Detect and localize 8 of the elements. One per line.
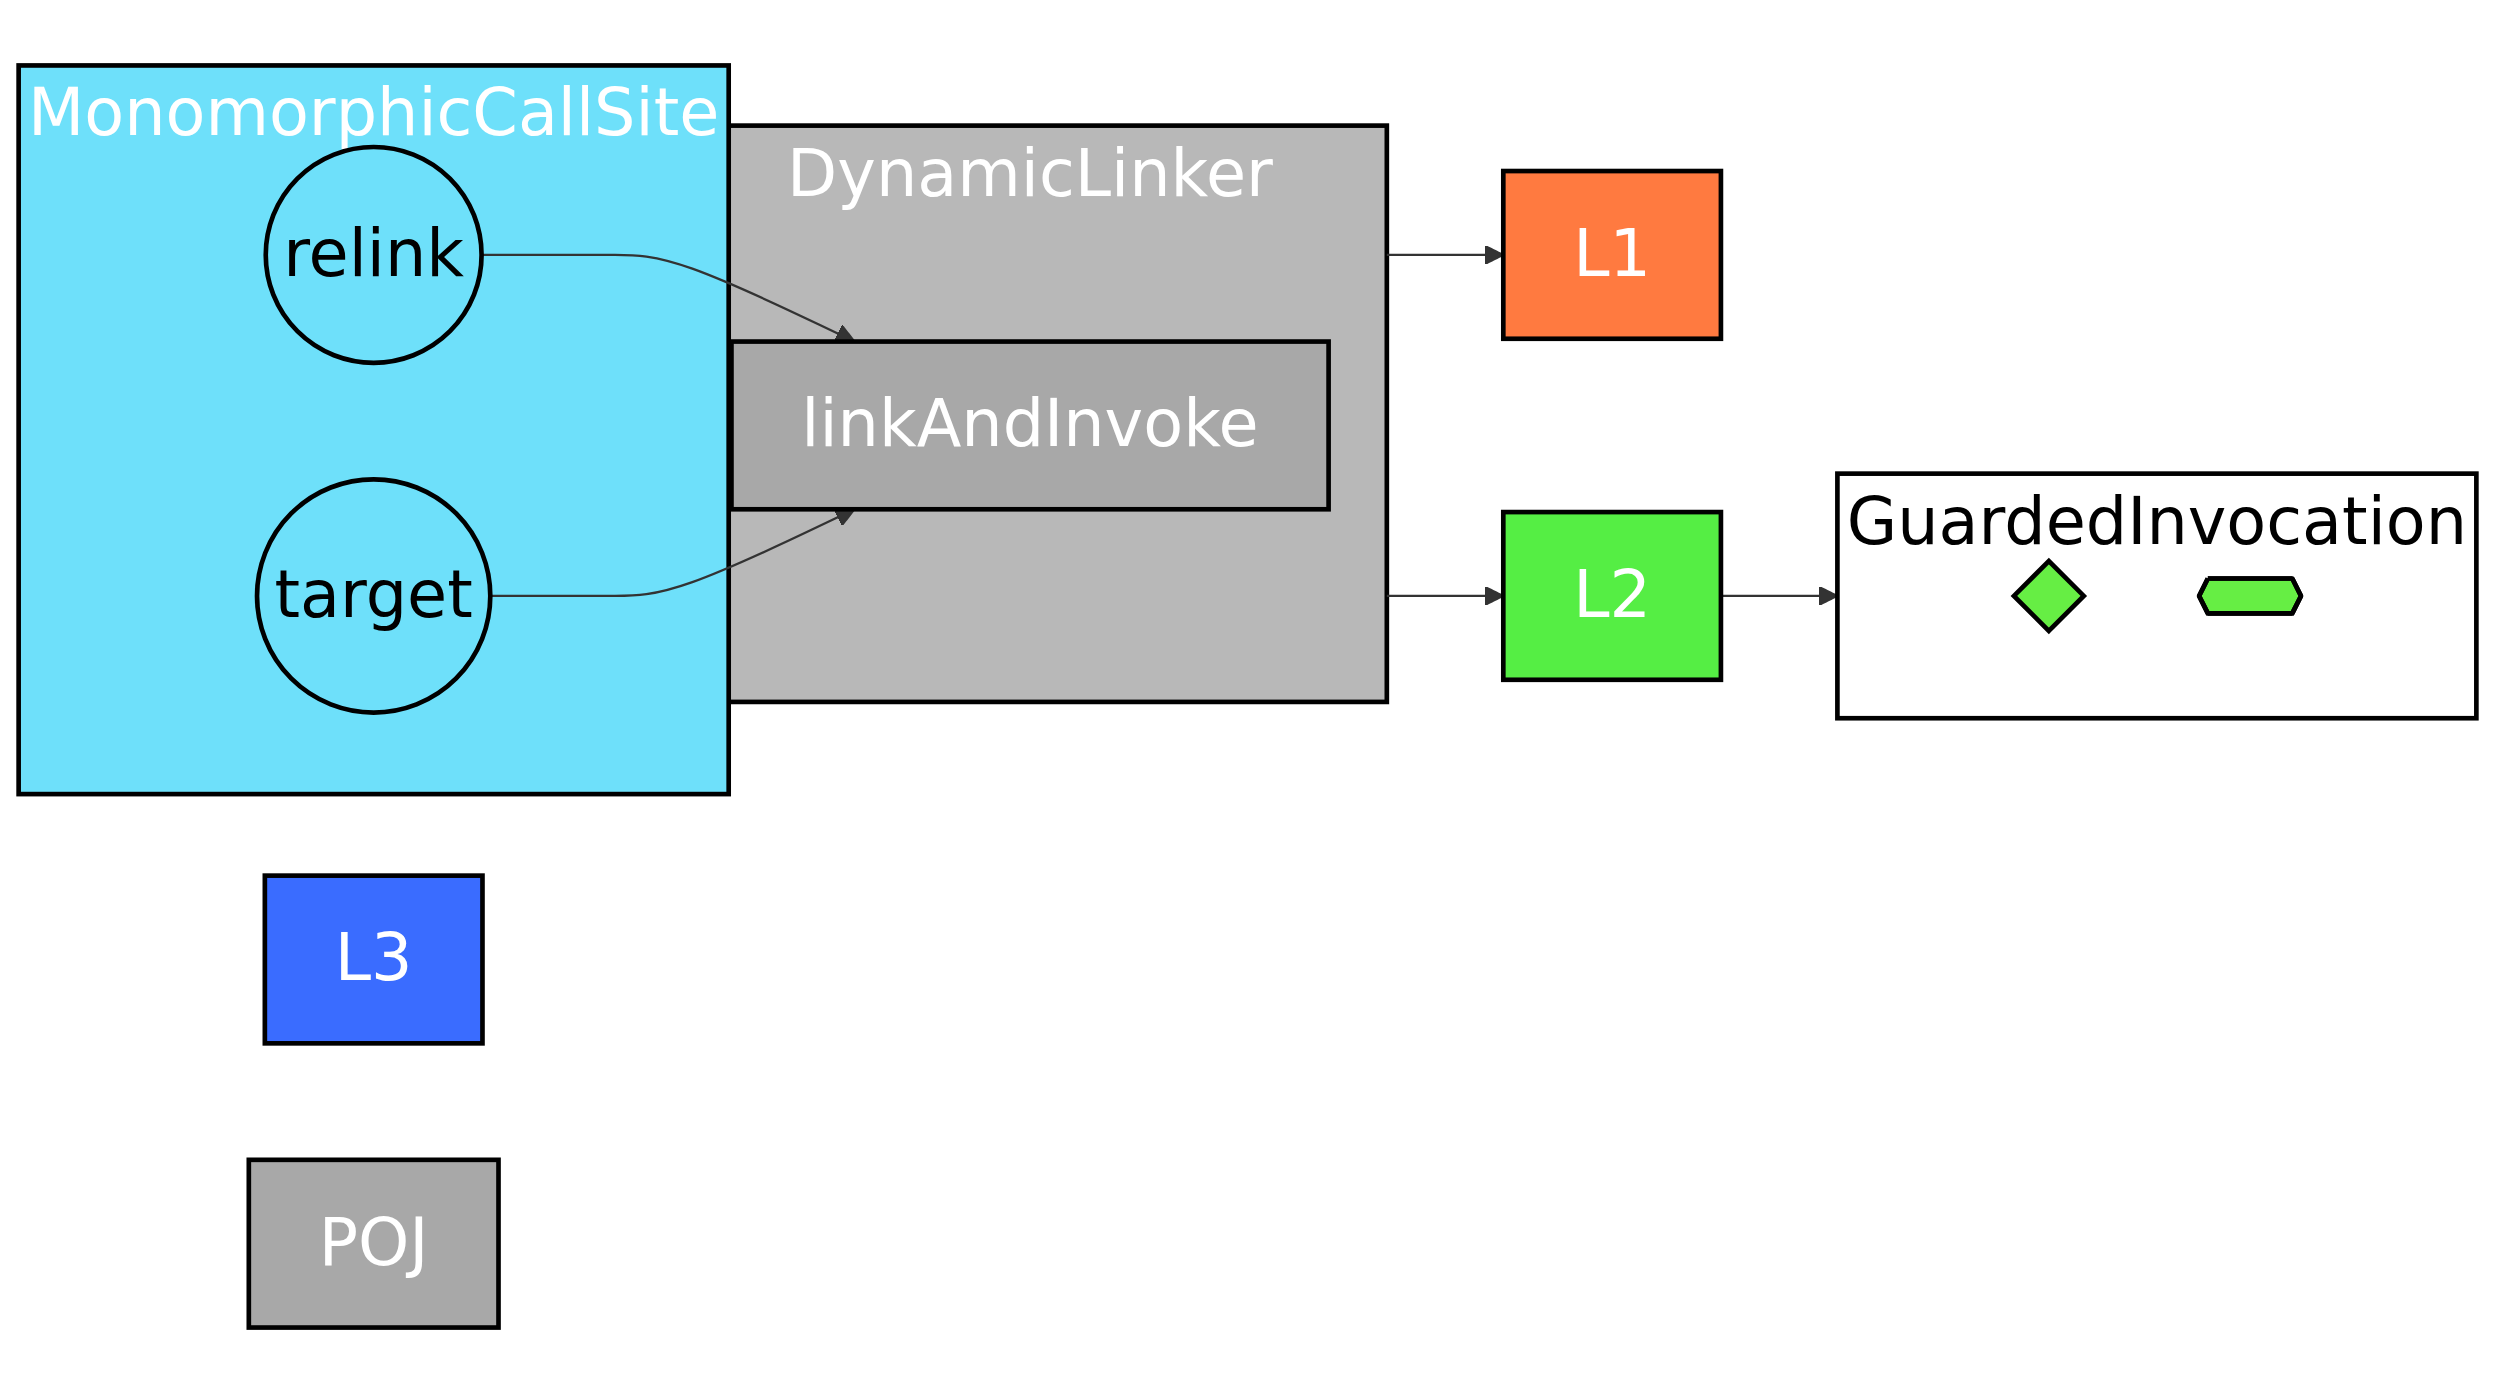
- node-box: L2: [1500, 509, 1724, 683]
- node-box: POJ: [246, 1157, 501, 1330]
- node-diamond: [2010, 557, 2088, 635]
- cluster: GuardedInvocation: [1835, 471, 2479, 721]
- node-box: linkAndInvoke: [729, 339, 1331, 512]
- node-circle: target: [254, 476, 493, 715]
- node-box: L1: [1500, 168, 1724, 342]
- node-box: L3: [262, 873, 485, 1046]
